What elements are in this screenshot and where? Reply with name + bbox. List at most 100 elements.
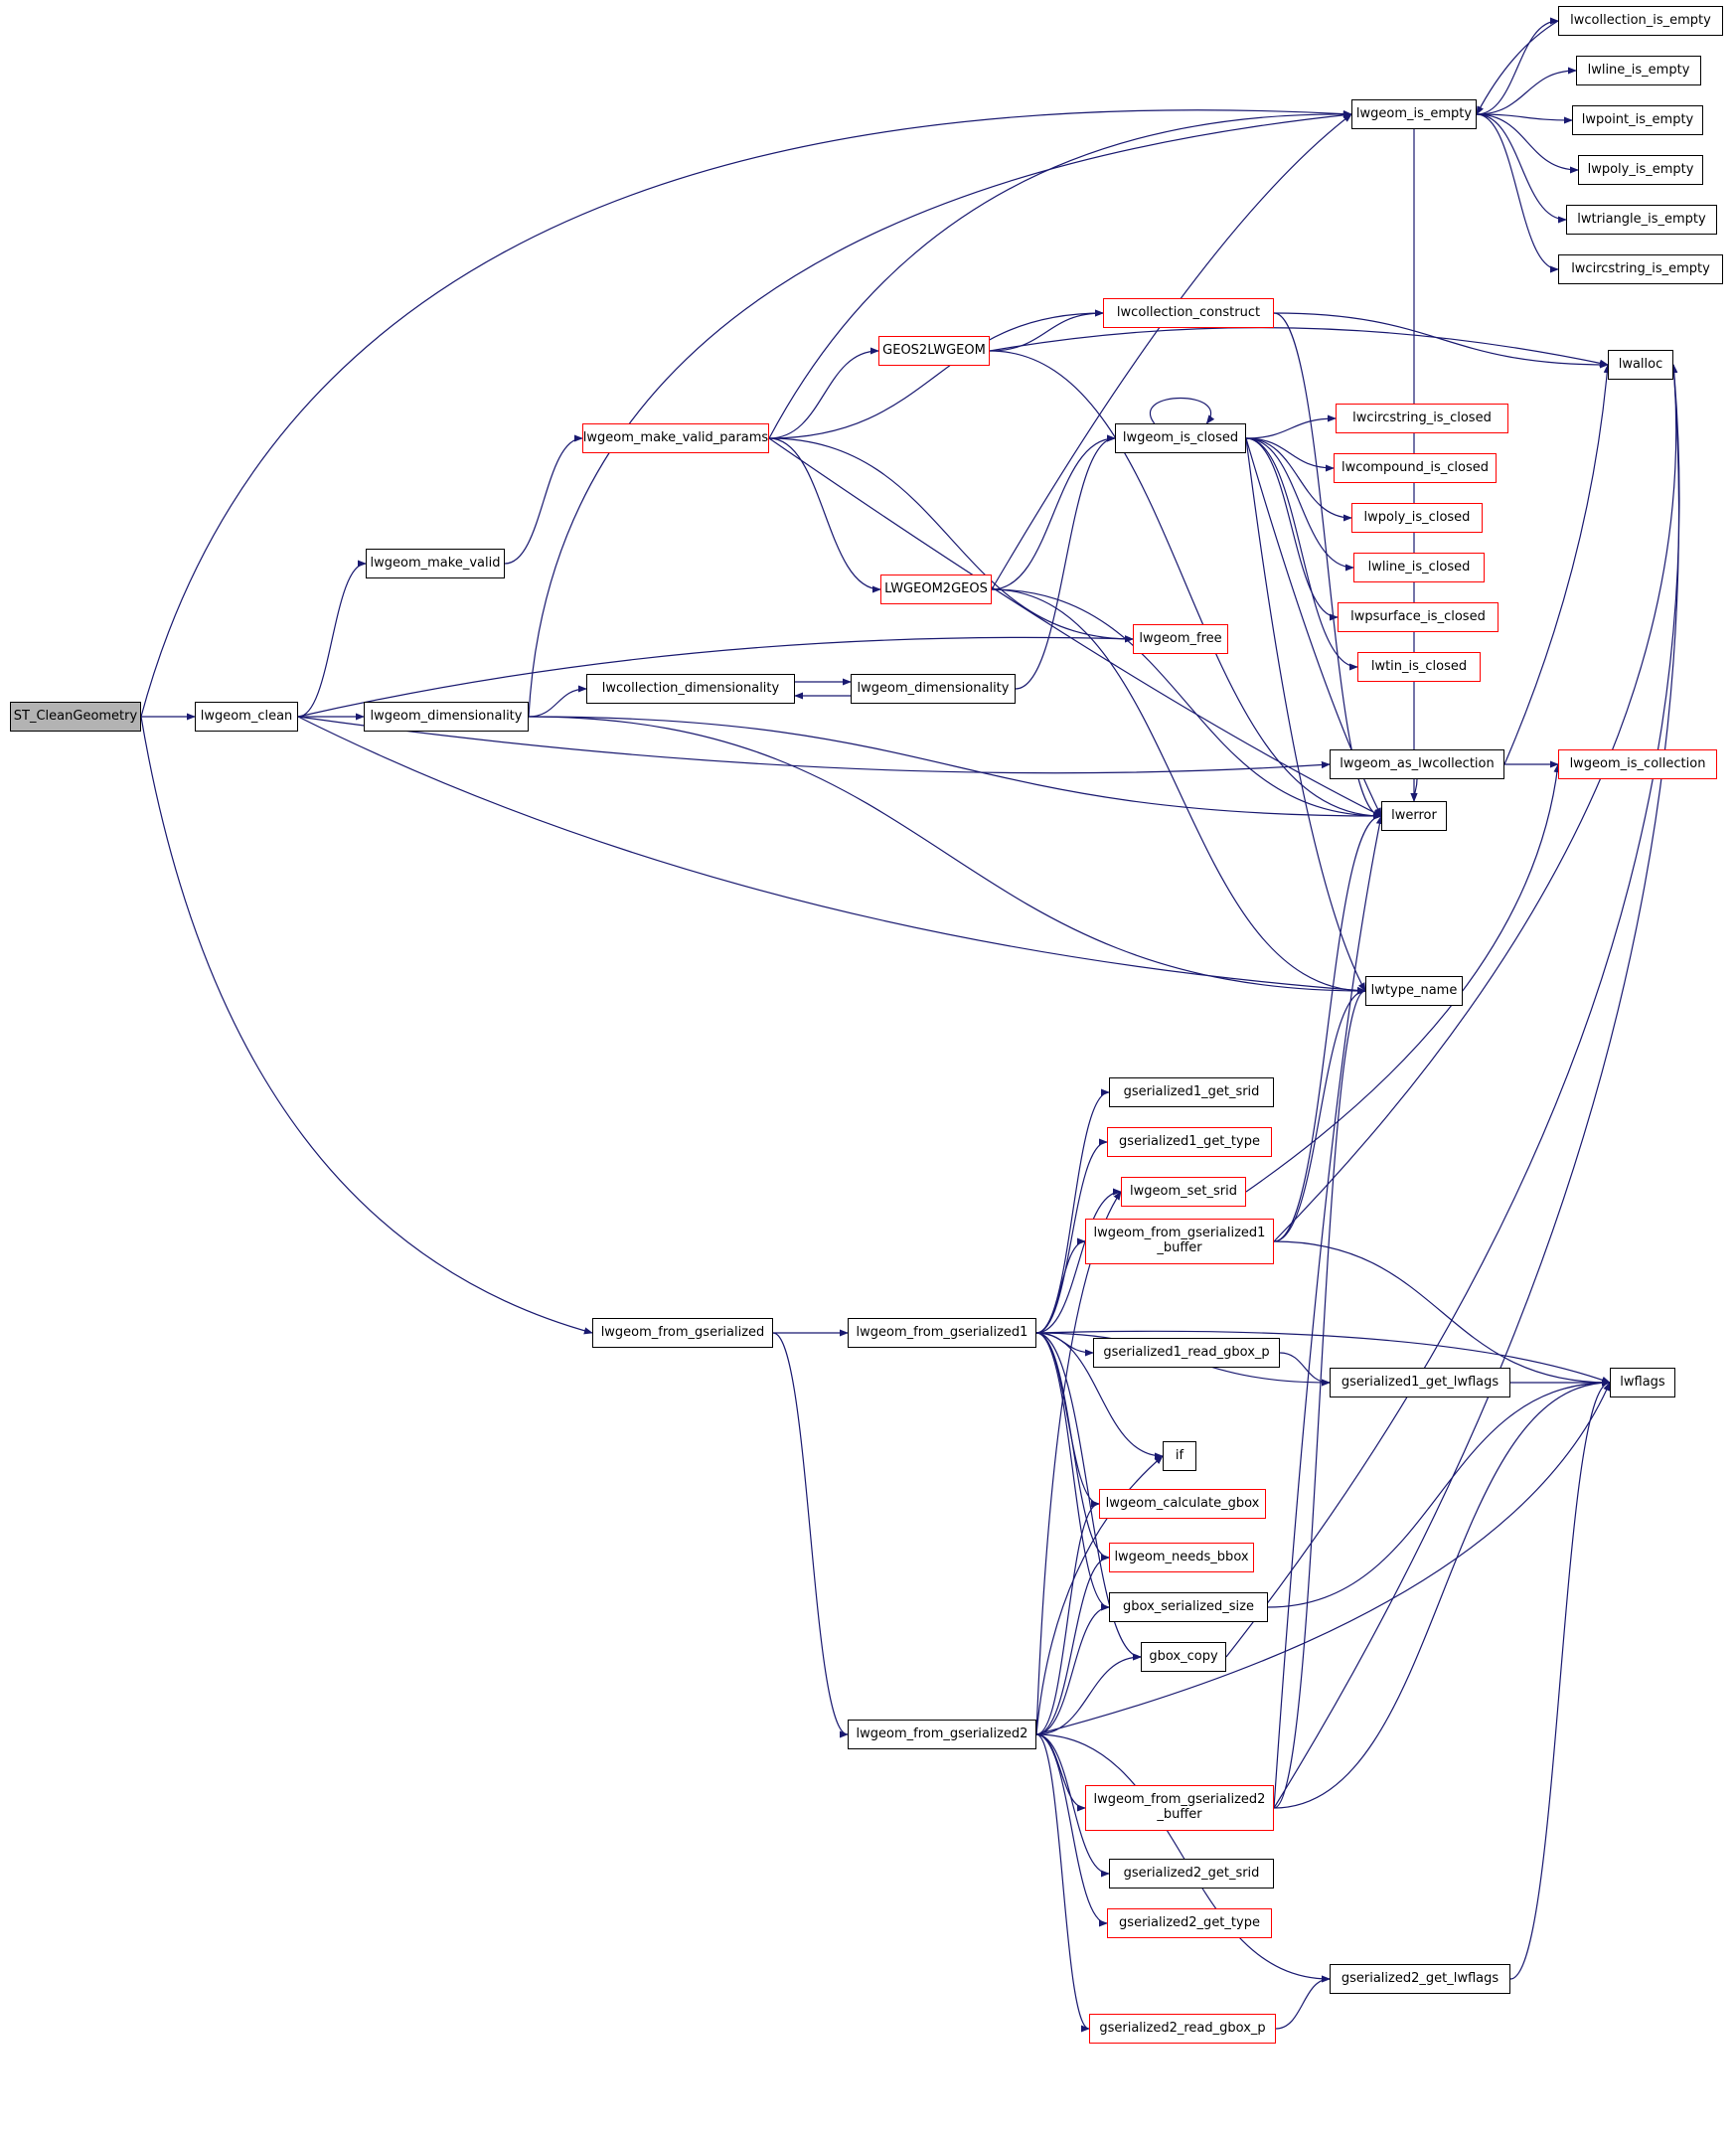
- node-lwcollection_dimensionality[interactable]: lwcollection_dimensionality: [586, 674, 795, 704]
- edge-lwgeom_dimensionality-to-lwerror: [528, 716, 1382, 820]
- node-lwgeom_from_gserialized1[interactable]: lwgeom_from_gserialized1: [848, 1318, 1036, 1348]
- edge-lwgeom_is_closed-to-lwpoly_is_closed: [1245, 437, 1352, 522]
- edge-lwgeom_from_gserialized2_buffer-to-lwalloc: [1273, 364, 1680, 1809]
- edge-lwgeom_from_gserialized2-to-lwgeom_needs_bbox: [1035, 1554, 1110, 1735]
- node-gserialized2_get_lwflags[interactable]: gserialized2_get_lwflags: [1330, 1964, 1510, 1994]
- node-label: lwalloc: [1618, 356, 1663, 372]
- node-label: lwflags: [1620, 1374, 1665, 1390]
- edge-lwgeom_make_valid_params-to-lwgeom_free: [768, 437, 1134, 643]
- node-lwgeom_calculate_gbox[interactable]: lwgeom_calculate_gbox: [1099, 1489, 1266, 1519]
- node-label: lwpoly_is_closed: [1363, 509, 1471, 525]
- edge-lwgeom_from_gserialized-to-lwgeom_from_gserialized2: [772, 1332, 849, 1738]
- node-lwcollection_is_empty[interactable]: lwcollection_is_empty: [1558, 6, 1723, 36]
- node-lwtin_is_closed[interactable]: lwtin_is_closed: [1357, 652, 1481, 682]
- node-lwgeom2geos[interactable]: LWGEOM2GEOS: [880, 575, 992, 604]
- node-st_cleangeometry: ST_CleanGeometry: [10, 702, 141, 732]
- node-lwgeom_as_lwcollection[interactable]: lwgeom_as_lwcollection: [1330, 749, 1504, 779]
- node-lwalloc[interactable]: lwalloc: [1608, 350, 1673, 380]
- node-lwflags[interactable]: lwflags: [1610, 1368, 1675, 1397]
- node-lwpoly_is_closed[interactable]: lwpoly_is_closed: [1351, 503, 1483, 533]
- node-gserialized1_get_type[interactable]: gserialized1_get_type: [1107, 1127, 1272, 1157]
- node-lwgeom_dimensionality[interactable]: lwgeom_dimensionality: [364, 702, 529, 732]
- node-label: lwgeom_is_closed: [1122, 429, 1239, 445]
- node-lwgeom_set_srid[interactable]: lwgeom_set_srid: [1121, 1177, 1246, 1207]
- node-label: lwpoly_is_empty: [1587, 161, 1694, 177]
- node-label: lwtriangle_is_empty: [1577, 211, 1706, 227]
- node-label: lwpoint_is_empty: [1581, 111, 1694, 127]
- edge-lwcollection_construct-to-lwalloc: [1273, 312, 1609, 369]
- node-lwcircstring_is_closed[interactable]: lwcircstring_is_closed: [1336, 404, 1508, 433]
- edge-lwgeom_clean-to-lwtype_name: [297, 716, 1366, 994]
- node-lwtriangle_is_empty[interactable]: lwtriangle_is_empty: [1566, 205, 1717, 235]
- edge-lwgeom_from_gserialized2-to-lwgeom_calculate_gbox: [1035, 1500, 1100, 1735]
- node-lwgeom_make_valid[interactable]: lwgeom_make_valid: [366, 549, 505, 578]
- edge-st_cleangeometry-to-lwgeom_from_gserialized: [140, 716, 593, 1335]
- node-lwgeom_from_gserialized2[interactable]: lwgeom_from_gserialized2: [848, 1720, 1036, 1749]
- edge-lwgeom_is_closed-to-lwpsurface_is_closed: [1245, 437, 1339, 621]
- edge-lwgeom_is_empty-to-lwcircstring_is_empty: [1476, 113, 1559, 273]
- node-lwgeom_is_collection[interactable]: lwgeom_is_collection: [1558, 749, 1717, 779]
- edge-geos2lwgeom-to-lwalloc: [989, 327, 1609, 367]
- node-lwcircstring_is_empty[interactable]: lwcircstring_is_empty: [1558, 254, 1723, 284]
- node-gbox_copy[interactable]: gbox_copy: [1141, 1642, 1226, 1672]
- edge-lwgeom_from_gserialized1-to-gserialized1_get_srid: [1035, 1088, 1110, 1334]
- node-lwgeom_make_valid_params[interactable]: lwgeom_make_valid_params: [582, 423, 769, 453]
- node-label: if: [1175, 1447, 1184, 1463]
- node-lwpsurface_is_closed[interactable]: lwpsurface_is_closed: [1338, 602, 1499, 632]
- node-lwcompound_is_closed[interactable]: lwcompound_is_closed: [1334, 453, 1497, 483]
- edge-lwgeom_make_valid-to-lwgeom_make_valid_params: [504, 434, 583, 565]
- edge-lwgeom_from_gserialized1-to-gbox_copy: [1035, 1332, 1142, 1661]
- edge-lwgeom_clean-to-lwgeom_free: [297, 635, 1134, 718]
- edge-lwgeom_dimensionality-to-lwcollection_dimensionality: [528, 685, 587, 718]
- node-lwgeom_from_gserialized1_buffer[interactable]: lwgeom_from_gserialized1_buffer: [1085, 1219, 1274, 1264]
- edge-gserialized2_get_lwflags-to-lwflags: [1509, 1379, 1611, 1980]
- node-lwgeom_clean[interactable]: lwgeom_clean: [195, 702, 298, 732]
- node-lwerror[interactable]: lwerror: [1381, 801, 1447, 831]
- node-lwgeom_needs_bbox[interactable]: lwgeom_needs_bbox: [1109, 1543, 1254, 1572]
- edge-lwgeom_is_empty-to-lwtriangle_is_empty: [1476, 113, 1567, 224]
- node-lwgeom_is_empty[interactable]: lwgeom_is_empty: [1351, 99, 1477, 129]
- node-lwgeom_from_gserialized[interactable]: lwgeom_from_gserialized: [592, 1318, 773, 1348]
- node-lwpoint_is_empty[interactable]: lwpoint_is_empty: [1572, 105, 1703, 135]
- edge-lwgeom_from_gserialized1-to-lwgeom_set_srid: [1035, 1188, 1122, 1334]
- edge-lwgeom2geos-to-lwgeom_is_closed: [991, 434, 1116, 590]
- edge-lwgeom_is_closed-to-lwgeom_is_closed: [1150, 397, 1215, 424]
- node-geos2lwgeom[interactable]: GEOS2LWGEOM: [878, 336, 990, 366]
- edge-lwgeom_clean-to-lwgeom_as_lwcollection: [297, 716, 1331, 774]
- node-label: lwgeom_from_gserialized2: [856, 1725, 1028, 1741]
- node-lwtype_name[interactable]: lwtype_name: [1365, 976, 1463, 1006]
- node-gserialized2_get_srid[interactable]: gserialized2_get_srid: [1109, 1859, 1274, 1889]
- node-gserialized1_get_lwflags[interactable]: gserialized1_get_lwflags: [1330, 1368, 1510, 1397]
- node-lwline_is_empty[interactable]: lwline_is_empty: [1576, 56, 1701, 85]
- node-lwpoly_is_empty[interactable]: lwpoly_is_empty: [1578, 155, 1703, 185]
- node-gserialized2_get_type[interactable]: gserialized2_get_type: [1107, 1908, 1272, 1938]
- node-label: lwgeom_needs_bbox: [1114, 1549, 1249, 1564]
- node-lwline_is_closed[interactable]: lwline_is_closed: [1353, 553, 1485, 582]
- node-lwgeom_free[interactable]: lwgeom_free: [1133, 624, 1228, 654]
- node-label: lwtin_is_closed: [1370, 658, 1468, 674]
- node-lwgeom_from_gserialized2_buffer[interactable]: lwgeom_from_gserialized2_buffer: [1085, 1785, 1274, 1831]
- edge-lwgeom2geos-to-lwerror: [991, 588, 1382, 820]
- node-gserialized1_read_gbox_p[interactable]: gserialized1_read_gbox_p: [1093, 1338, 1280, 1368]
- edge-lwgeom_is_closed-to-lwline_is_closed: [1245, 437, 1354, 572]
- edge-lwgeom_from_gserialized2_buffer-to-lwerror: [1273, 815, 1383, 1809]
- node-lwgeom_dimensionality2[interactable]: lwgeom_dimensionality: [851, 674, 1016, 704]
- edge-lwgeom2geos-to-lwgeom_is_empty: [991, 113, 1352, 590]
- edge-lwgeom_from_gserialized2-to-gserialized2_get_lwflags: [1035, 1733, 1331, 1983]
- node-gbox_serialized_size[interactable]: gbox_serialized_size: [1109, 1592, 1268, 1622]
- edge-lwgeom_make_valid_params-to-lwgeom2geos: [768, 437, 881, 593]
- node-label: lwerror: [1391, 807, 1437, 823]
- node-if_node[interactable]: if: [1163, 1441, 1196, 1471]
- node-gserialized2_read_gbox_p[interactable]: gserialized2_read_gbox_p: [1089, 2014, 1276, 2044]
- edge-lwgeom_is_empty-to-lwpoint_is_empty: [1476, 113, 1573, 124]
- edge-lwcollection_construct-to-lwerror: [1273, 312, 1382, 820]
- node-label: gbox_copy: [1149, 1648, 1218, 1664]
- node-label: gserialized2_read_gbox_p: [1099, 2020, 1266, 2036]
- edge-lwgeom_from_gserialized2_buffer-to-lwtype_name: [1273, 987, 1366, 1809]
- node-lwgeom_is_closed[interactable]: lwgeom_is_closed: [1115, 423, 1246, 453]
- node-gserialized1_get_srid[interactable]: gserialized1_get_srid: [1109, 1077, 1274, 1107]
- node-lwcollection_construct[interactable]: lwcollection_construct: [1103, 298, 1274, 328]
- edge-lwgeom2geos-to-lwtype_name: [991, 588, 1366, 995]
- node-label: lwgeom_free: [1139, 630, 1222, 646]
- node-label: gserialized1_get_type: [1119, 1133, 1260, 1149]
